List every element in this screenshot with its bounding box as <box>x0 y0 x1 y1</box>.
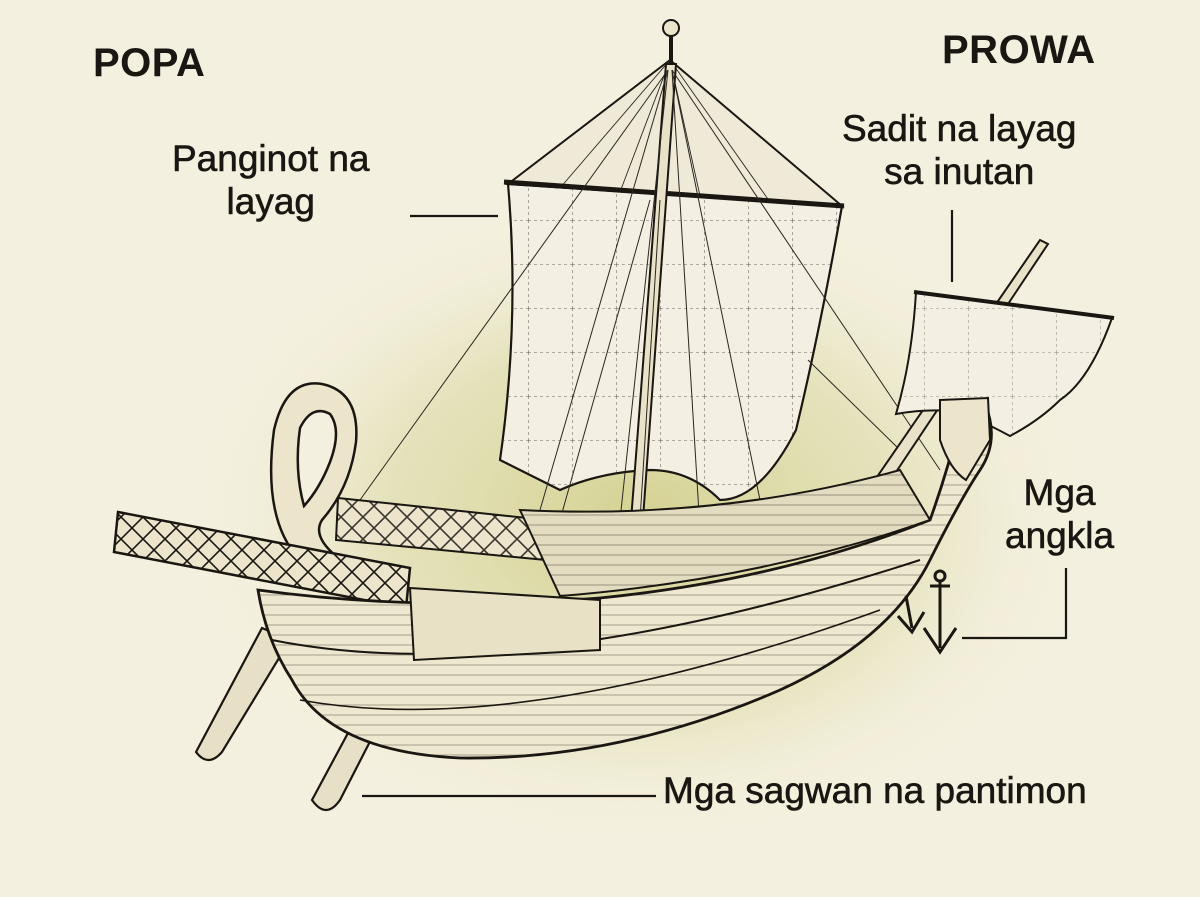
anchors-label-line-1: Mga <box>1005 472 1114 515</box>
main-sail-label-line-1: Panginot na <box>172 138 370 181</box>
main-sail-label: Panginot na layag <box>172 138 370 224</box>
mast-top-knob <box>663 20 679 36</box>
bow-label: PROWA <box>942 27 1096 73</box>
fore-sail-label: Sadit na layag sa inutan <box>842 108 1077 194</box>
stern-label: POPA <box>93 40 205 86</box>
fore-sail-label-line-2: sa inutan <box>842 151 1077 194</box>
anchors-label: Mga angkla <box>1005 472 1114 558</box>
fore-sail-label-line-1: Sadit na layag <box>842 108 1077 151</box>
main-sail-label-line-2: layag <box>172 181 370 224</box>
steering-oars-label: Mga sagwan na pantimon <box>663 770 1087 813</box>
anchors-label-line-2: angkla <box>1005 515 1114 558</box>
